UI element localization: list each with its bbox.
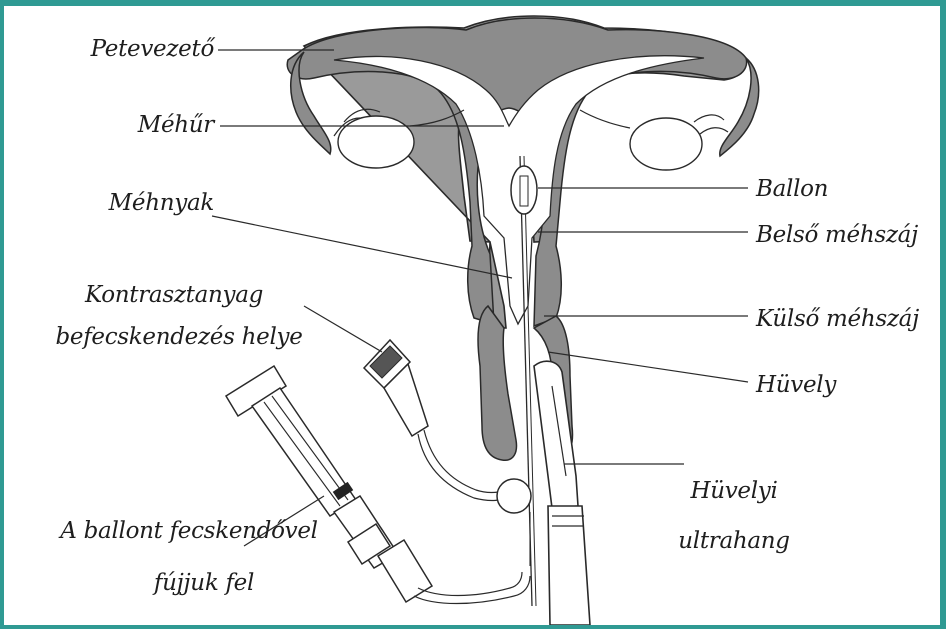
label-huvely: Hüvely (756, 372, 836, 399)
label-huvelyi-1: Hüvelyi (664, 478, 804, 505)
contrast-connector (364, 340, 498, 501)
label-huvelyi-2: ultrahang (664, 528, 804, 555)
ovary-left (338, 116, 414, 168)
vagina-wall-left (478, 306, 516, 460)
label-belso-mehszaj: Belső méhszáj (756, 222, 918, 249)
label-kontrasztanyag-2: befecskendezés helye (34, 324, 324, 351)
label-mehnyak: Méhnyak (34, 190, 214, 217)
diagram-frame: Petevezető Méhűr Méhnyak Kontrasztanyag … (4, 6, 940, 625)
label-ballont-1: A ballont fecskendővel (24, 518, 354, 545)
ovary-right (630, 118, 702, 170)
label-kontrasztanyag-1: Kontrasztanyag (44, 282, 304, 309)
ultrasound-probe-handle (548, 506, 590, 625)
label-petevezeto: Petevezető (34, 36, 214, 63)
label-ballont-2: fújjuk fel (114, 570, 294, 597)
label-ballon: Ballon (756, 176, 828, 203)
label-kulso-mehszaj: Külső méhszáj (756, 306, 919, 333)
catheter-balloon-valve (497, 479, 531, 513)
label-mehur: Méhűr (34, 112, 214, 139)
